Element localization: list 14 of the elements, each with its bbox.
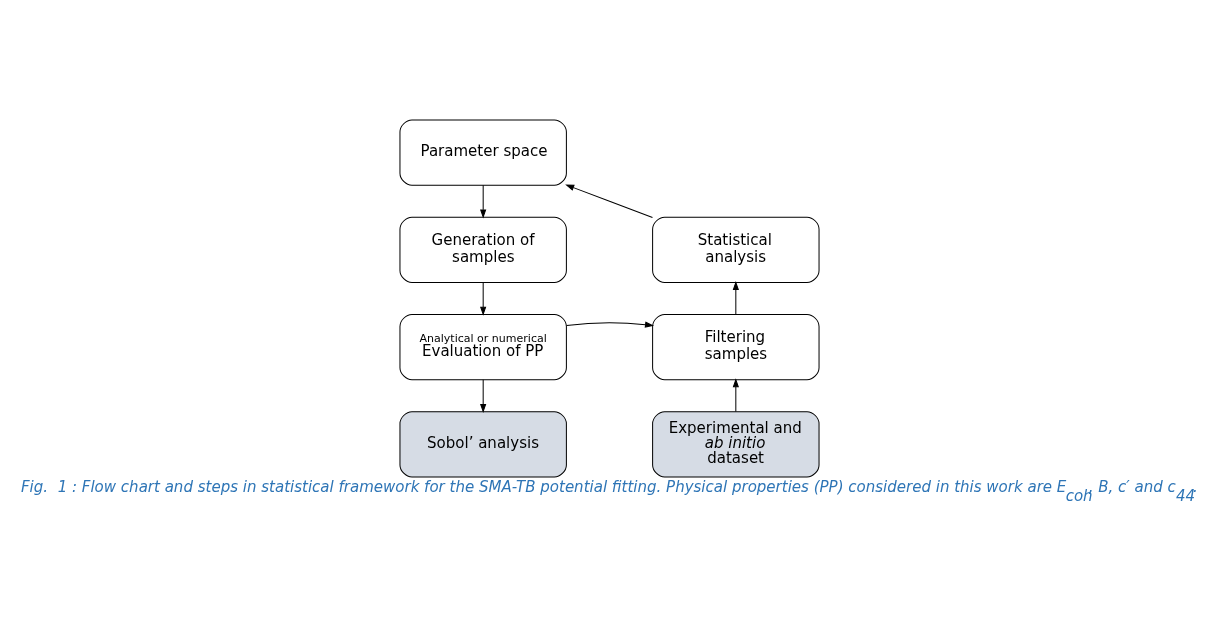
- arrow: [732, 282, 739, 315]
- node-box: Parameter space: [399, 119, 567, 186]
- node-box: Sobol’ analysis: [399, 411, 567, 478]
- arrow: [480, 282, 487, 315]
- node-box: Generation of samples: [399, 216, 567, 283]
- node-box: Analytical or numerical Evaluation of PP: [399, 314, 567, 381]
- arrow: [566, 184, 653, 218]
- arrow: [480, 184, 487, 218]
- node-box: Statistical analysis: [652, 216, 820, 283]
- arrow: [566, 321, 653, 328]
- arrow: [732, 379, 739, 412]
- node-box: Experimental and ab initio dataset: [652, 411, 820, 478]
- node-box: Filtering samples: [652, 314, 820, 381]
- arrow: [480, 379, 487, 412]
